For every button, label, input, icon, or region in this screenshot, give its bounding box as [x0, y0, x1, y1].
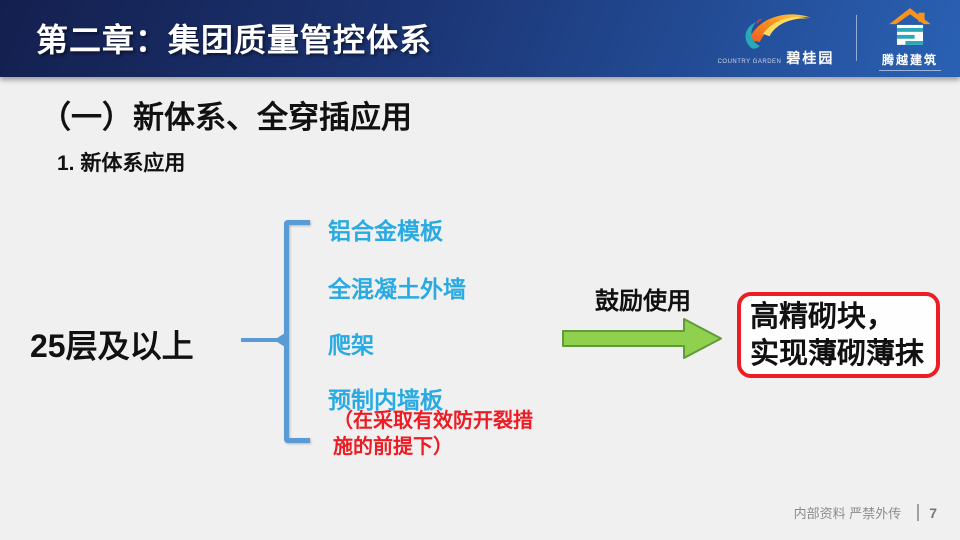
- section-title: （一）新体系、全穿插应用: [40, 100, 412, 135]
- item-note-line1: （在采取有效防开裂措: [333, 410, 533, 432]
- result-line1: 高精砌块，: [750, 301, 896, 333]
- system-item-concrete-wall: 全混凝土外墙: [328, 276, 466, 302]
- result-box: 高精砌块， 实现薄砌薄抹: [737, 292, 940, 378]
- tengyue-underline: [879, 69, 941, 71]
- result-line2: 实现薄砌薄抹: [750, 338, 925, 370]
- arrow-label: 鼓励使用: [595, 288, 691, 315]
- tengyue-name: 腾越建筑: [881, 52, 938, 67]
- page-number: 7: [929, 504, 937, 521]
- system-item-precast-wall: 预制内墙板: [328, 387, 443, 413]
- tengyue-logo: 腾越建筑: [872, 6, 948, 71]
- logo-group: COUNTRY GARDEN 碧桂园 腾越建筑: [711, 3, 948, 73]
- footer-divider: [917, 504, 920, 521]
- country-garden-name: 碧桂园: [786, 50, 835, 66]
- slide-title: 第二章：集团质量管控体系: [36, 22, 433, 58]
- country-garden-swirl-icon: [745, 14, 811, 49]
- header-bar: 第二章：集团质量管控体系: [0, 0, 960, 77]
- tengyue-house-icon: [889, 7, 931, 45]
- country-garden-subtext: COUNTRY GARDEN: [717, 59, 782, 65]
- subsection-title: 1. 新体系应用: [57, 152, 186, 175]
- condition-label: 25层及以上: [30, 328, 194, 364]
- arrow-right-icon: [562, 318, 722, 359]
- system-item-aluminium-formwork: 铝合金模板: [328, 218, 443, 244]
- logo-divider: [856, 15, 857, 61]
- item-note-line2: 施的前提下）: [333, 436, 453, 458]
- confidentiality-notice: 内部资料 严禁外传: [793, 506, 902, 521]
- connector-line: [241, 338, 287, 342]
- brace-bracket: [284, 220, 310, 443]
- brace-bracket-notch: [274, 333, 285, 347]
- footer: 内部资料 严禁外传 7: [794, 503, 937, 522]
- system-item-climbing-frame: 爬架: [328, 332, 374, 358]
- country-garden-logo: COUNTRY GARDEN 碧桂园: [711, 8, 841, 68]
